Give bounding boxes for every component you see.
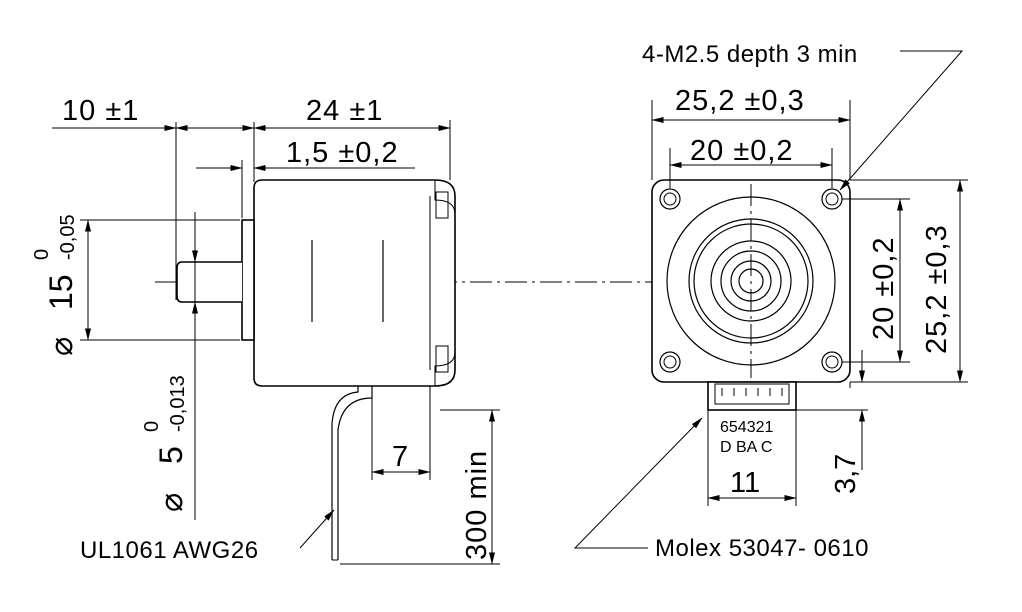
mounting-note: 4-M2.5 depth 3 min [642, 41, 858, 68]
dim-width: 25,2 ±0,3 [675, 85, 805, 117]
dim-shaft-length: 10 ±1 [62, 95, 139, 127]
diameter-symbol: ⌀ [43, 337, 79, 356]
dim-shaft-diameter: ⌀ 5 0 -0,013 [141, 375, 189, 512]
boss-side [241, 219, 255, 341]
dim-connector-width: 11 [730, 467, 760, 499]
connector-pins: 654321 [720, 419, 773, 436]
shaft-diameter-tol-upper: 0 [141, 421, 163, 432]
cable [331, 386, 373, 561]
dim-hole-spacing-v: 20 ±0,2 [868, 236, 900, 340]
boss-diameter-tol-lower: -0,05 [57, 214, 79, 260]
cable-label: UL1061 AWG26 [80, 537, 259, 564]
dim-height: 25,2 ±0,3 [921, 224, 953, 354]
dim-body-length: 24 ±1 [306, 95, 383, 127]
shaft-diameter-tol-lower: -0,013 [167, 375, 189, 432]
front-view: 4-M2.5 depth 3 min 25,2 ±0,3 20 ±0,2 20 … [573, 41, 968, 562]
dim-connector-height: 3,7 [830, 454, 862, 494]
dim-boss-diameter: ⌀ 15 0 -0,05 [31, 214, 79, 356]
boss-diameter-tol-upper: 0 [31, 249, 53, 260]
diameter-symbol: ⌀ [153, 493, 189, 512]
connector-label: Molex 53047- 0610 [655, 535, 869, 562]
shaft-side [176, 261, 242, 303]
dim-boss-length: 1,5 ±0,2 [286, 137, 399, 169]
boss-diameter-value: 15 [43, 274, 79, 310]
shaft-diameter-value: 5 [153, 446, 189, 464]
connector-wires: D BA C [720, 439, 772, 456]
motor-body-side [253, 179, 456, 387]
side-view: 10 ±1 24 ±1 1,5 ±0,2 ⌀ 15 0 -0,05 ⌀ 5 0 … [31, 95, 855, 565]
dim-cable-length: 300 min [461, 450, 493, 560]
dim-cable-offset: 7 [392, 441, 408, 473]
connector [707, 381, 797, 411]
dim-hole-spacing-h: 20 ±0,2 [690, 135, 794, 167]
